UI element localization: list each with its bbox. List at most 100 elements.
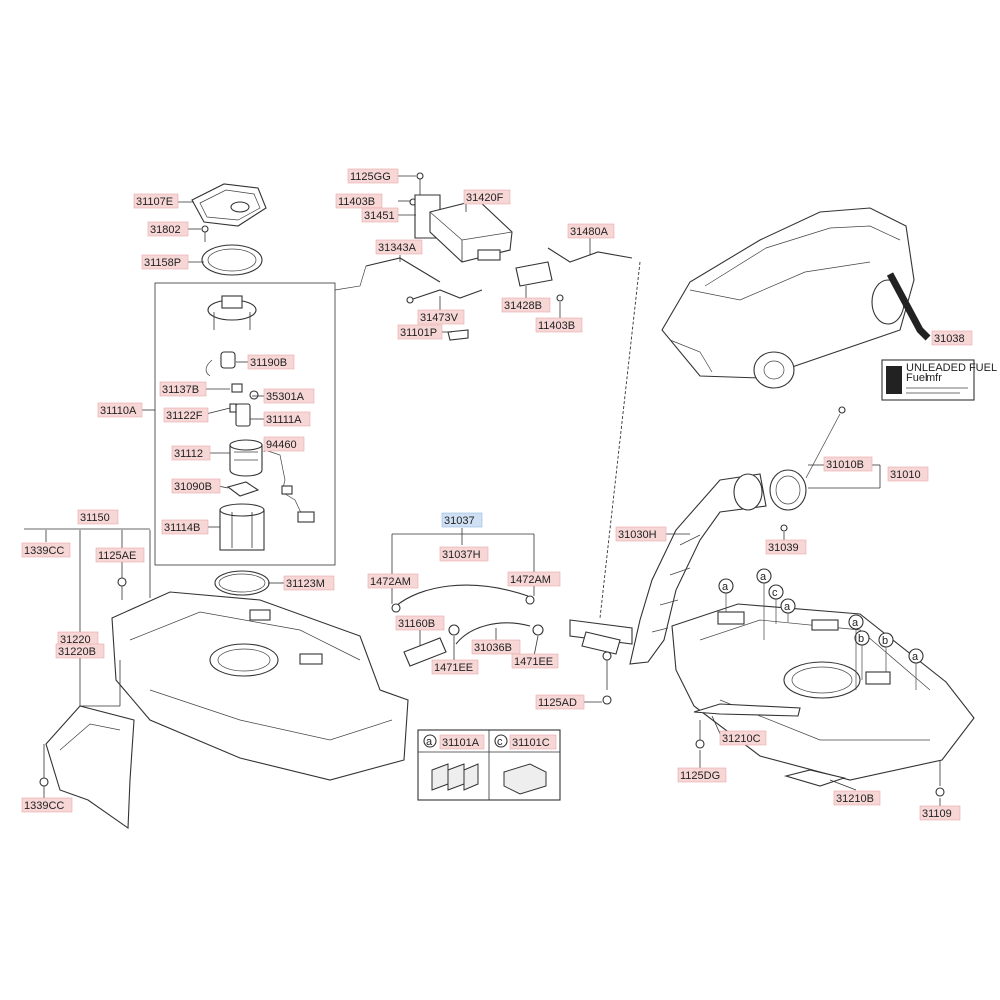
canister-31420F	[429, 199, 513, 263]
callout-31158P: 31158P	[144, 257, 181, 269]
regulator-31090B	[226, 481, 260, 497]
pin-b-2: b	[882, 635, 888, 647]
nut-31109	[935, 787, 945, 797]
callout-31030H: 31030H	[618, 529, 657, 541]
callout-31210B: 31210B	[836, 793, 874, 805]
bolt-1125GG	[416, 172, 424, 195]
pin-a-3: a	[784, 601, 791, 613]
vapor-hose-31473V	[406, 289, 483, 304]
heat-shield-31220	[45, 705, 135, 830]
callout-31112: 31112	[174, 448, 203, 460]
clip-31101P	[447, 329, 469, 341]
fuel-tank-lower-view	[671, 603, 975, 781]
callout-31343A: 31343A	[378, 242, 417, 254]
callout-labels: 31107E 31802 31158P 1125GG 11403B 31451 …	[21, 168, 973, 821]
fuel-tank-31150	[111, 591, 409, 781]
strainer-31114B	[219, 503, 265, 551]
filler-neck-31030H	[629, 473, 767, 665]
callout-1339CC-upper: 1339CC	[24, 545, 64, 557]
fuel-label-sheet: UNLEADED FUEL ONLY Fuel mfr	[881, 359, 1000, 401]
check-valve-31137B	[231, 383, 259, 400]
bolt-1125DG	[695, 720, 705, 749]
pin-b-1: b	[858, 633, 864, 645]
bolt-1125AE	[117, 577, 127, 600]
label-sheet-line2: Fuel	[906, 372, 927, 384]
callout-31480A: 31480A	[570, 226, 609, 238]
reservoir-31112	[229, 439, 263, 477]
key-a-letter: a	[426, 736, 433, 748]
bolt-1125AD	[602, 651, 612, 705]
label-sheet-line1: UNLEADED FUEL ONLY	[906, 362, 1000, 374]
bolt-1339CC-lower	[39, 777, 49, 787]
pipe-fittings	[569, 619, 633, 655]
vapor-line-31480A	[547, 247, 641, 619]
pin-a-1: a	[722, 581, 729, 593]
callout-11403B-lower: 11403B	[538, 320, 575, 332]
callout-1125DG: 1125DG	[680, 770, 720, 782]
callout-31010B: 31010B	[826, 459, 864, 471]
callout-31122F: 31122F	[166, 410, 203, 422]
callout-31473V: 31473V	[420, 312, 459, 324]
callout-31428B: 31428B	[504, 300, 542, 312]
callout-1471EE-right: 1471EE	[514, 656, 553, 668]
callout-1125AD: 1125AD	[538, 697, 577, 709]
pump-module-box	[154, 282, 336, 566]
callout-31123M: 31123M	[286, 578, 325, 590]
callout-1125AE: 1125AE	[98, 550, 136, 562]
strap-31210B	[783, 769, 847, 787]
filter-31190B	[205, 351, 236, 377]
label-sheet-line3: mfr	[926, 372, 942, 384]
fuel-cap-31010B	[769, 406, 846, 511]
callout-31220B: 31220B	[58, 646, 96, 658]
callout-31451: 31451	[364, 210, 395, 222]
bracket-31428B	[515, 261, 553, 287]
callout-1471EE-left: 1471EE	[434, 662, 473, 674]
pin-a-5: a	[912, 651, 919, 663]
callout-31109: 31109	[922, 808, 952, 820]
pump-plate-cover	[191, 183, 267, 227]
callout-31190B: 31190B	[250, 357, 287, 369]
callout-31420F: 31420F	[466, 192, 504, 204]
callout-31101A: 31101A	[442, 737, 480, 749]
bolt-31802	[201, 225, 209, 242]
callout-31220: 31220	[60, 634, 91, 646]
pin-a-4: a	[852, 617, 859, 629]
callout-31038: 31038	[934, 333, 965, 345]
callout-31090B: 31090B	[174, 481, 212, 493]
o-ring-31123M	[214, 570, 270, 596]
key-c-letter: c	[497, 736, 503, 748]
callout-31802: 31802	[150, 224, 181, 236]
callout-31114B: 31114B	[164, 522, 200, 534]
bolt-11403B-lower	[556, 294, 564, 302]
callout-31150: 31150	[80, 512, 110, 524]
callout-31111A: 31111A	[266, 414, 302, 426]
callout-31210C: 31210C	[722, 733, 761, 745]
callout-1125GG: 1125GG	[350, 171, 391, 183]
callout-94460: 94460	[266, 439, 297, 451]
leader-lines	[24, 175, 941, 806]
hose-31036B	[448, 622, 544, 645]
callout-31037H: 31037H	[442, 549, 481, 561]
callout-1472AM-left: 1472AM	[370, 576, 411, 588]
callout-35301A: 35301A	[266, 391, 305, 403]
pump-flange	[207, 295, 257, 330]
sender-wire-94460	[264, 449, 315, 523]
callout-31137B: 31137B	[162, 384, 199, 396]
pin-callouts: a a c a a b b a	[718, 568, 924, 690]
lock-ring-31158P	[201, 244, 263, 276]
hose-31037H	[391, 584, 535, 613]
callout-31107E: 31107E	[136, 196, 173, 208]
pump-motor-31111A	[229, 403, 251, 427]
strap-31210C	[693, 703, 801, 717]
pin-a-2: a	[760, 571, 767, 583]
callout-31037: 31037	[444, 515, 475, 527]
vapor-hose-31343A	[334, 257, 441, 291]
pin-c-1: c	[772, 587, 778, 599]
callout-31101C: 31101C	[512, 737, 550, 749]
callout-1472AM-right: 1472AM	[510, 574, 551, 586]
callout-31101P: 31101P	[400, 327, 437, 339]
callout-11403B-upper: 11403B	[338, 196, 375, 208]
callout-1339CC-lower: 1339CC	[24, 800, 64, 812]
callout-31036B: 31036B	[474, 642, 512, 654]
